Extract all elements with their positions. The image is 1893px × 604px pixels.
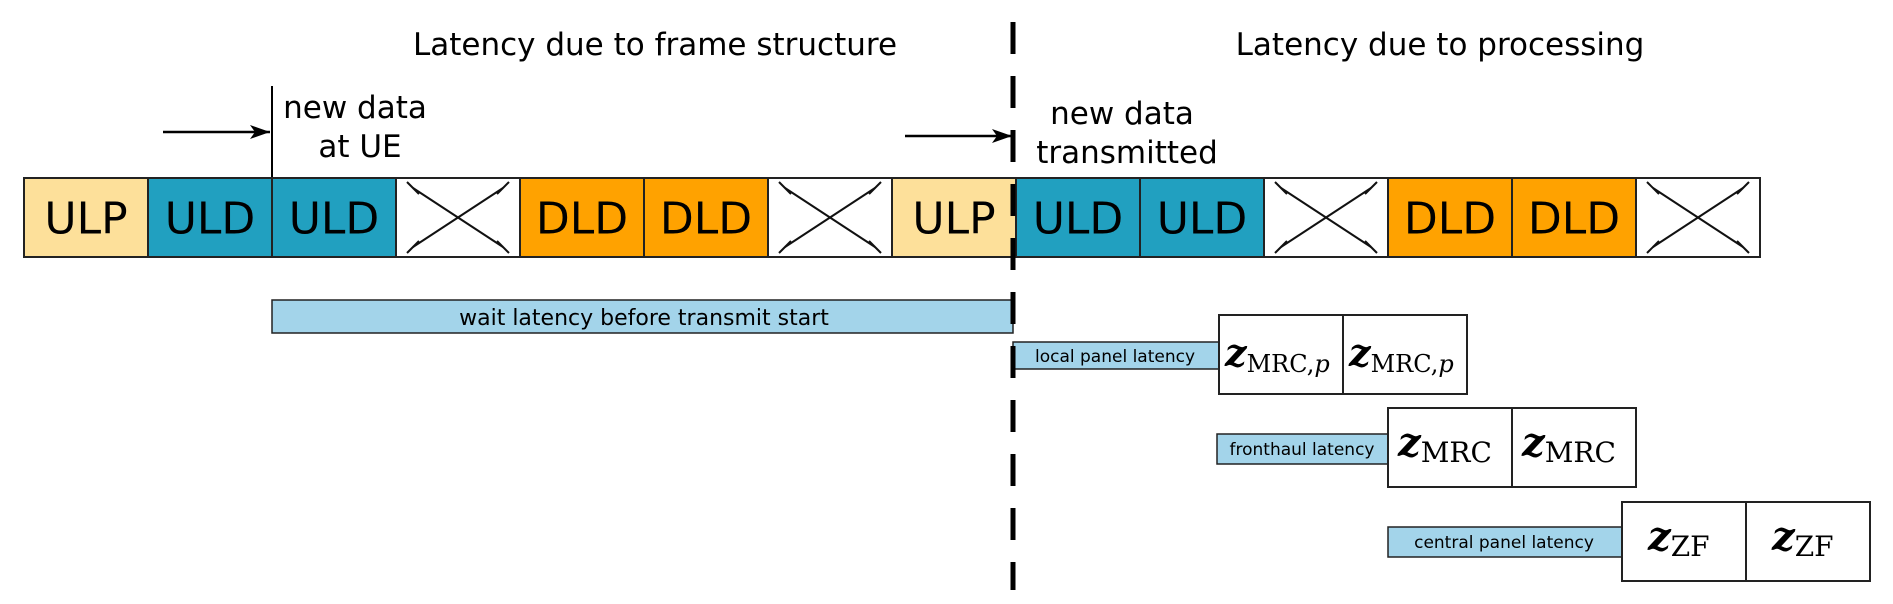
new-data-ue-line1: new data bbox=[283, 90, 427, 126]
frame-slot-box bbox=[891, 177, 1017, 258]
cross-cap bbox=[1736, 181, 1750, 195]
local-processing-label-1: zMRC,p bbox=[1224, 330, 1330, 378]
fronthaul-latency-label: fronthaul latency bbox=[1230, 440, 1375, 460]
frame-slot-label: ULP bbox=[44, 194, 127, 245]
central-processing-box-2 bbox=[1745, 501, 1871, 582]
cross-cap bbox=[1736, 240, 1750, 254]
cross-cap bbox=[1646, 181, 1660, 195]
cross-line bbox=[1280, 187, 1372, 248]
cross-cap bbox=[1364, 240, 1378, 254]
frame-slot-box bbox=[271, 177, 397, 258]
frame-slot-box bbox=[1015, 177, 1141, 258]
central-processing-box-1 bbox=[1621, 501, 1747, 582]
wait-latency-bar bbox=[271, 299, 1014, 334]
fronthaul-processing-label-2: zMRC bbox=[1521, 419, 1616, 469]
frame-slot-box bbox=[1387, 177, 1513, 258]
frame-slot-label: ULD bbox=[1157, 194, 1248, 245]
frame-slot-label: ULD bbox=[289, 194, 380, 245]
new-data-tx-line1: new data bbox=[1050, 96, 1194, 132]
cross-line bbox=[412, 187, 504, 248]
frame-slot-ulp: ULP bbox=[891, 177, 1017, 258]
cross-cap bbox=[1274, 181, 1288, 195]
central-latency-bar bbox=[1387, 526, 1623, 558]
cross-cap bbox=[1364, 181, 1378, 195]
local-processing-label-2: zMRC,p bbox=[1348, 330, 1454, 378]
frame-slot-uld: ULD bbox=[271, 177, 397, 258]
frame-slot-label: DLD bbox=[1404, 194, 1496, 245]
frame-slot-box bbox=[1511, 177, 1637, 258]
frame-slot-ulp: ULP bbox=[23, 177, 149, 258]
cross-cap bbox=[778, 240, 792, 254]
cross-cap bbox=[868, 181, 882, 195]
frame-row: ULP ULD ULD DLD DLD ULP ULD ULD DLD DLD bbox=[23, 177, 1761, 258]
new-data-tx-line2: transmitted bbox=[1036, 135, 1218, 171]
cross-cap bbox=[1274, 240, 1288, 254]
frame-slot-uld: ULD bbox=[147, 177, 273, 258]
frame-slot-label: DLD bbox=[1528, 194, 1620, 245]
frame-slot-label: DLD bbox=[660, 194, 752, 245]
cross-cap bbox=[496, 181, 510, 195]
central-processing-label-2: zZF bbox=[1771, 513, 1834, 563]
frame-slot-box bbox=[643, 177, 769, 258]
cross-cap bbox=[868, 240, 882, 254]
local-latency-label: local panel latency bbox=[1035, 347, 1195, 367]
frame-slot-uld: ULD bbox=[1015, 177, 1141, 258]
frame-slot-box bbox=[23, 177, 149, 258]
frame-slot-empty bbox=[767, 177, 893, 258]
frame-slot-label: ULD bbox=[1033, 194, 1124, 245]
heading-frame-structure: Latency due to frame structure bbox=[413, 27, 897, 63]
central-processing-label-1: zZF bbox=[1647, 513, 1710, 563]
cross-cap bbox=[1646, 240, 1660, 254]
frame-slot-empty bbox=[1263, 177, 1389, 258]
frame-slot-empty bbox=[395, 177, 521, 258]
frame-slot-dld: DLD bbox=[643, 177, 769, 258]
heading-processing: Latency due to processing bbox=[1236, 27, 1645, 63]
frame-slot-empty bbox=[1635, 177, 1761, 258]
local-processing-box-2 bbox=[1342, 314, 1468, 395]
frame-slot-dld: DLD bbox=[519, 177, 645, 258]
fronthaul-processing-box-2 bbox=[1511, 407, 1637, 488]
cross-line bbox=[1652, 187, 1744, 248]
cross-cap bbox=[406, 240, 420, 254]
cross-cap bbox=[406, 181, 420, 195]
frame-slot-uld: ULD bbox=[1139, 177, 1265, 258]
frame-slot-dld: DLD bbox=[1387, 177, 1513, 258]
cross-cap bbox=[778, 181, 792, 195]
frame-slot-label: ULP bbox=[912, 194, 995, 245]
fronthaul-processing-label-1: zMRC bbox=[1397, 419, 1492, 469]
new-data-ue-line2: at UE bbox=[318, 129, 401, 165]
frame-slot-label: ULD bbox=[165, 194, 256, 245]
central-latency-label: central panel latency bbox=[1414, 533, 1594, 553]
cross-line bbox=[784, 187, 876, 248]
frame-slot-label: DLD bbox=[536, 194, 628, 245]
frame-slot-box bbox=[147, 177, 273, 258]
wait-latency-label: wait latency before transmit start bbox=[459, 306, 829, 331]
fronthaul-latency-bar bbox=[1216, 433, 1389, 465]
cross-cap bbox=[496, 240, 510, 254]
frame-slot-box bbox=[519, 177, 645, 258]
frame-slot-dld: DLD bbox=[1511, 177, 1637, 258]
